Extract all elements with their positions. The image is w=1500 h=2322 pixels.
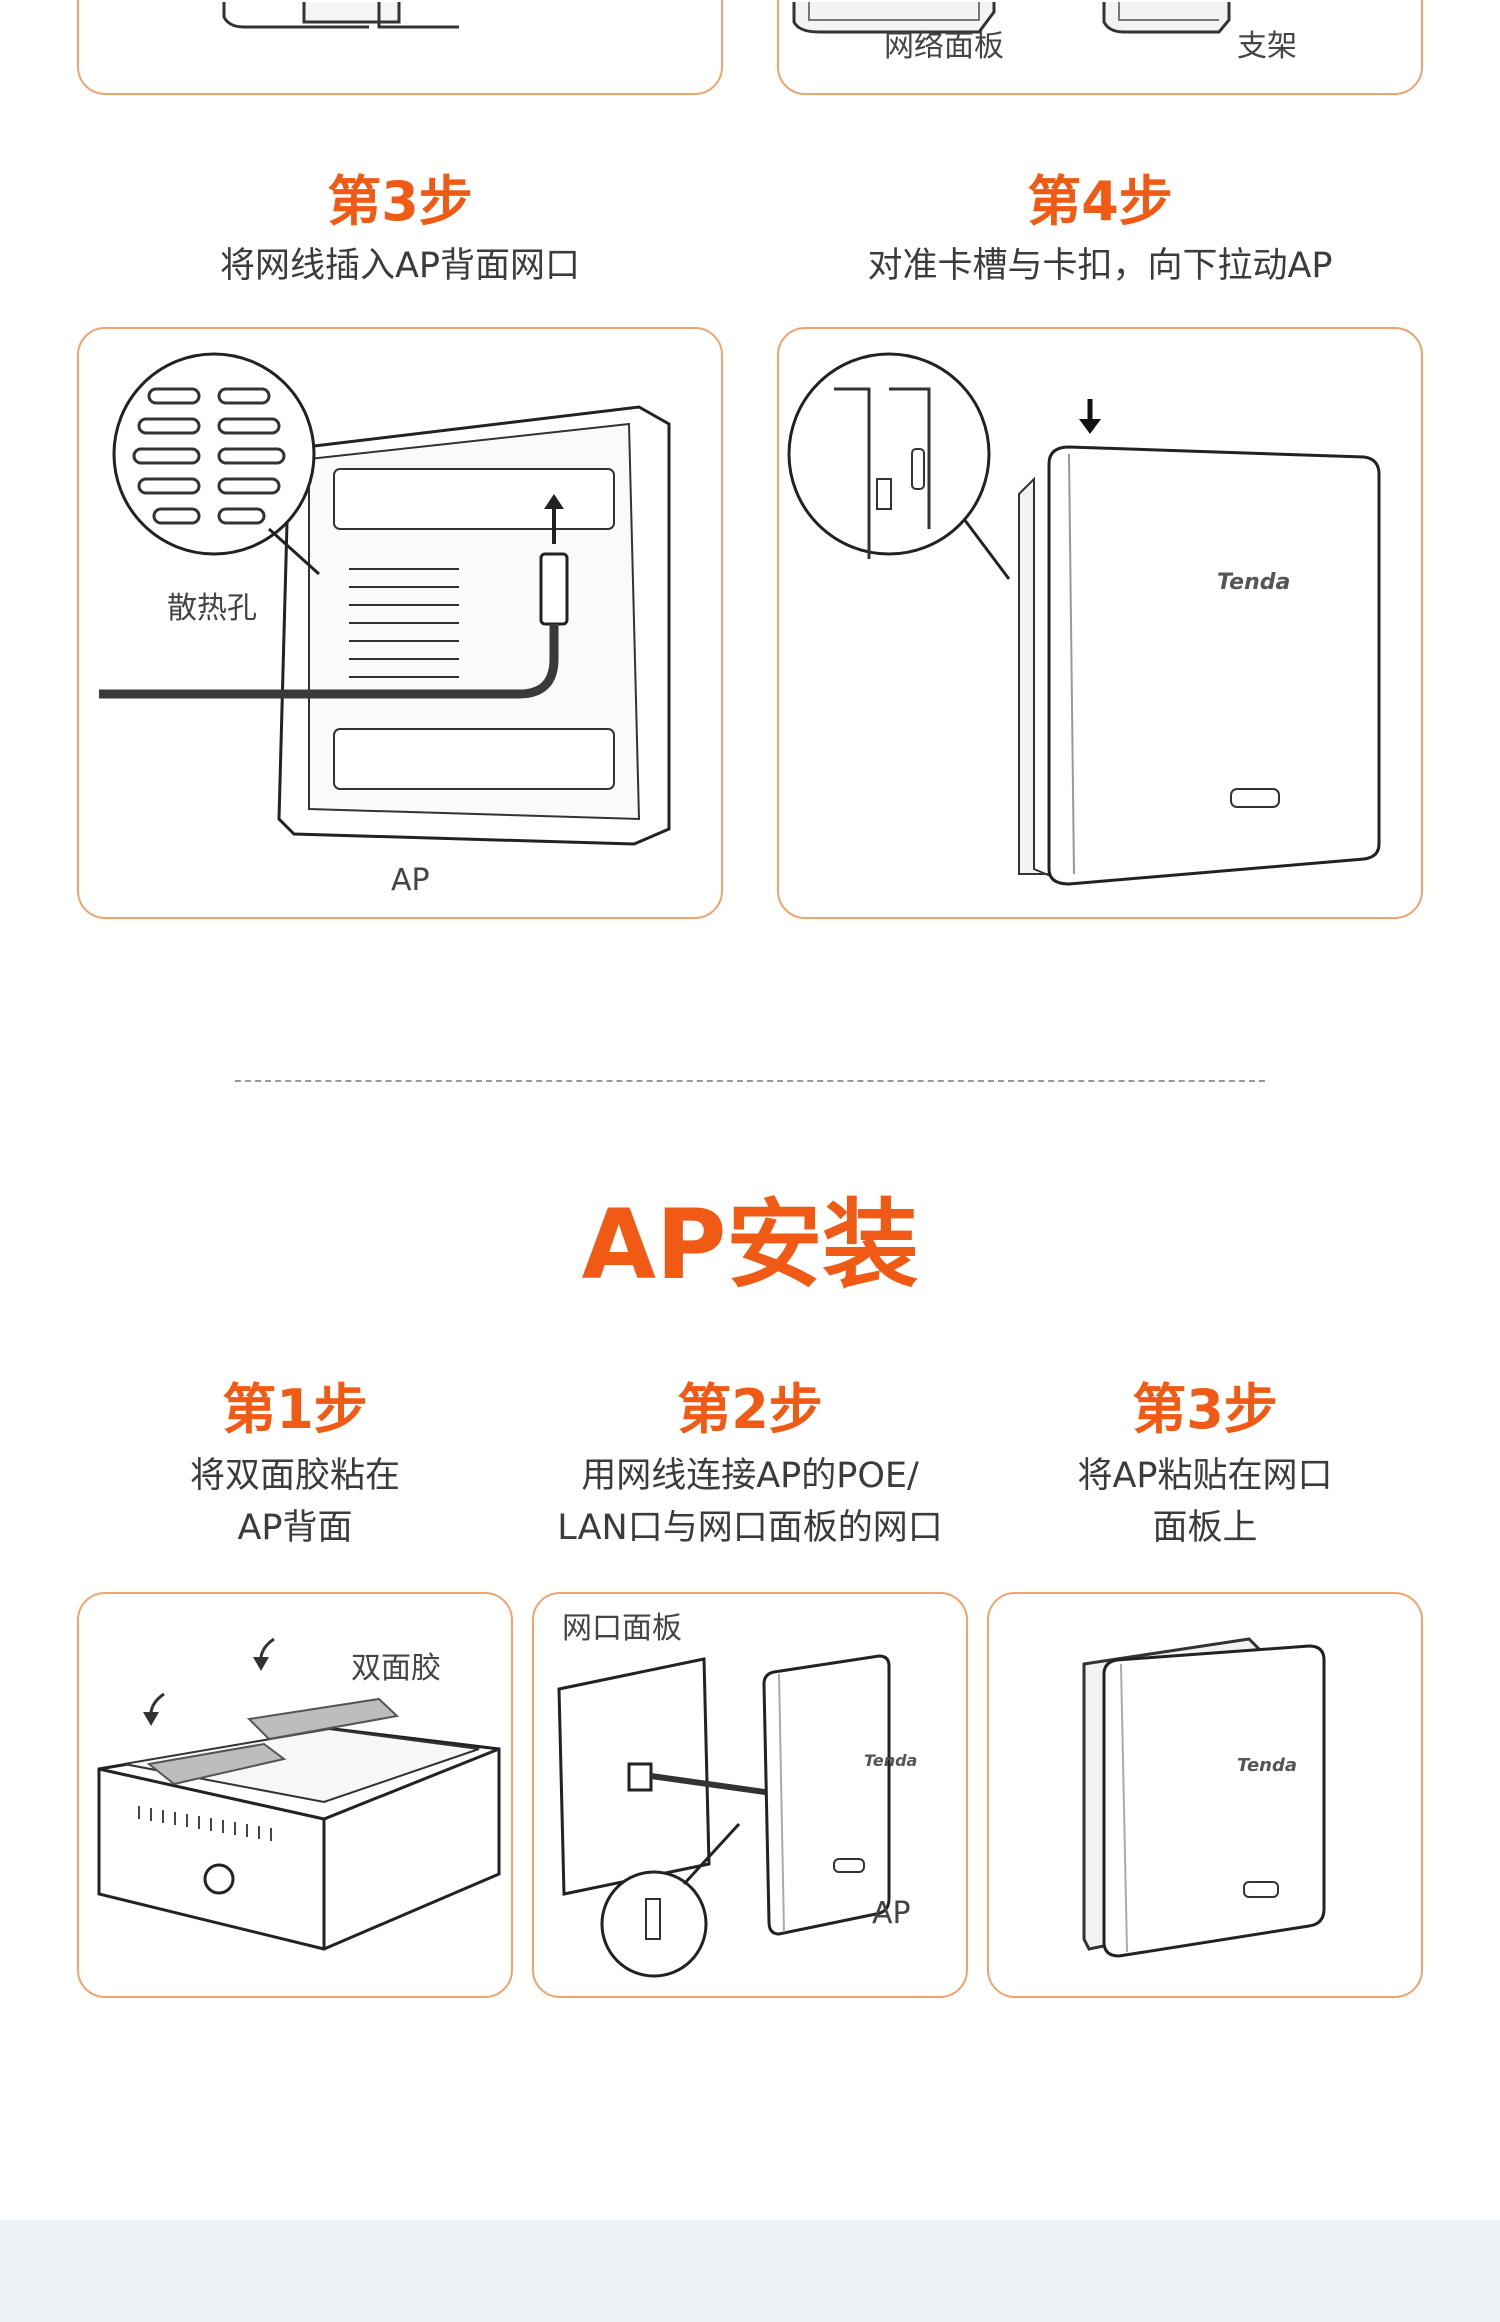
mount-ap-illustration	[779, 329, 1423, 919]
adhesive-label: 双面胶	[351, 1651, 441, 1686]
ap-step1-desc-2: AP背面	[237, 1508, 353, 1548]
ap-step1-frame: 双面胶	[77, 1592, 513, 1998]
panel-step3-frame: 散热孔 AP	[77, 327, 723, 919]
ap-step3-desc-2: 面板上	[1152, 1508, 1258, 1548]
vent-label: 散热孔	[167, 591, 257, 626]
ap-label-2: AP	[872, 1896, 911, 1931]
cable-connect-illustration	[534, 1594, 968, 1998]
wall-panel-label: 网口面板	[562, 1611, 682, 1646]
ap-install-title: AP安装	[581, 1189, 919, 1301]
ap-step2-desc-2: LAN口与网口面板的网口	[557, 1508, 943, 1548]
ap-back-illustration	[79, 329, 723, 919]
top-right-frame: 网络面板 支架	[777, 0, 1423, 95]
mounted-ap-illustration	[989, 1594, 1423, 1998]
ap-step2-desc-1: 用网线连接AP的POE/	[581, 1456, 919, 1496]
tenda-logo-2: Tenda	[864, 1751, 918, 1770]
top-left-frame	[77, 0, 723, 95]
panel-step3-desc: 将网线插入AP背面网口	[219, 246, 581, 286]
tenda-logo: Tenda	[1217, 570, 1291, 595]
panel-bracket-illustration	[779, 2, 1423, 95]
section-divider	[235, 1080, 1265, 1082]
panel-step4-title: 第4步	[1027, 170, 1173, 233]
panel-label: 网络面板	[884, 29, 1004, 64]
footer-band	[0, 2220, 1500, 2322]
bracket-label: 支架	[1237, 29, 1297, 64]
adhesive-illustration	[79, 1594, 513, 1998]
ap-step3-frame: Tenda	[987, 1592, 1423, 1998]
tenda-logo-3: Tenda	[1237, 1755, 1298, 1776]
panel-step3-title: 第3步	[327, 170, 473, 233]
panel-step4-frame: Tenda	[777, 327, 1423, 919]
ap-step1-desc-1: 将双面胶粘在	[189, 1456, 400, 1496]
ap-step3-title: 第3步	[1132, 1378, 1278, 1441]
ap-step2-frame: 网口面板 AP Tenda	[532, 1592, 968, 1998]
panel-step4-desc: 对准卡槽与卡扣，向下拉动AP	[867, 246, 1333, 286]
bracket-illustration	[79, 2, 723, 95]
ap-step1-title: 第1步	[222, 1378, 368, 1441]
ap-step3-desc-1: 将AP粘贴在网口	[1077, 1456, 1333, 1496]
ap-step2-title: 第2步	[677, 1378, 823, 1441]
ap-label: AP	[391, 863, 430, 898]
